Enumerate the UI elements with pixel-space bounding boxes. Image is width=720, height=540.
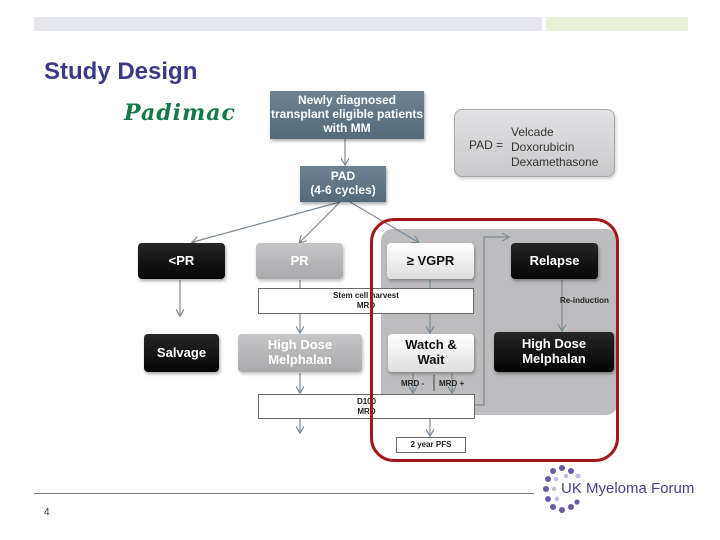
response-relapse: Relapse [511, 243, 598, 279]
response-vgpr: ≥ VGPR [387, 243, 474, 279]
d100-label: D100 [356, 396, 377, 406]
arrow-pad-to-ltpr [193, 201, 341, 242]
response-less-than-pr: <PR [138, 243, 225, 279]
page-number: 4 [44, 507, 50, 518]
reinduction-label: Re-induction [560, 296, 609, 305]
highlight-ring [370, 218, 619, 462]
d100-mrd-label: MRD [357, 406, 376, 416]
pad-induction-box: PAD (4-6 cycles) [300, 166, 386, 202]
legend-item: Velcade [511, 125, 554, 139]
response-pr: PR [256, 243, 343, 279]
arrow-to-relapse [475, 237, 508, 406]
padimac-logo: Padimac [124, 100, 236, 126]
uk-myeloma-forum-logo-icon [543, 465, 581, 513]
mrd-negative-label: MRD - [401, 379, 425, 388]
legend-item: Dexamethasone [511, 155, 599, 169]
stem-cell-mrd-label: MRD [356, 301, 376, 310]
legend-item: Doxorubicin [511, 140, 575, 154]
entry-box: Newly diagnosed transplant eligible pati… [270, 91, 424, 139]
two-year-pfs-box: 2 year PFS [396, 437, 466, 453]
stem-cell-harvest-bar: Stem cell harvest MRD [258, 288, 474, 314]
slide-title: Study Design [44, 58, 198, 85]
mrd-positive-label: MRD + [439, 379, 465, 388]
treatment-salvage: Salvage [144, 334, 219, 372]
stem-cell-harvest-label: Stem cell harvest [333, 291, 399, 300]
uk-myeloma-forum-name: UK Myeloma Forum [561, 480, 695, 497]
legend-abbreviation: PAD = [469, 138, 504, 152]
top-bar-left [34, 17, 542, 31]
top-bar-right [546, 17, 688, 31]
footer-divider [34, 493, 534, 494]
treatment-relapse-high-dose-melphalan: High Dose Melphalan [494, 332, 614, 372]
arrow-pad-to-pr [300, 201, 341, 242]
treatment-watch-and-wait: Watch & Wait [388, 334, 474, 372]
treatment-high-dose-melphalan: High Dose Melphalan [238, 334, 362, 372]
d100-bar: D100 MRD [258, 394, 475, 419]
pad-legend: PAD = Velcade Doxorubicin Dexamethasone [454, 109, 615, 177]
